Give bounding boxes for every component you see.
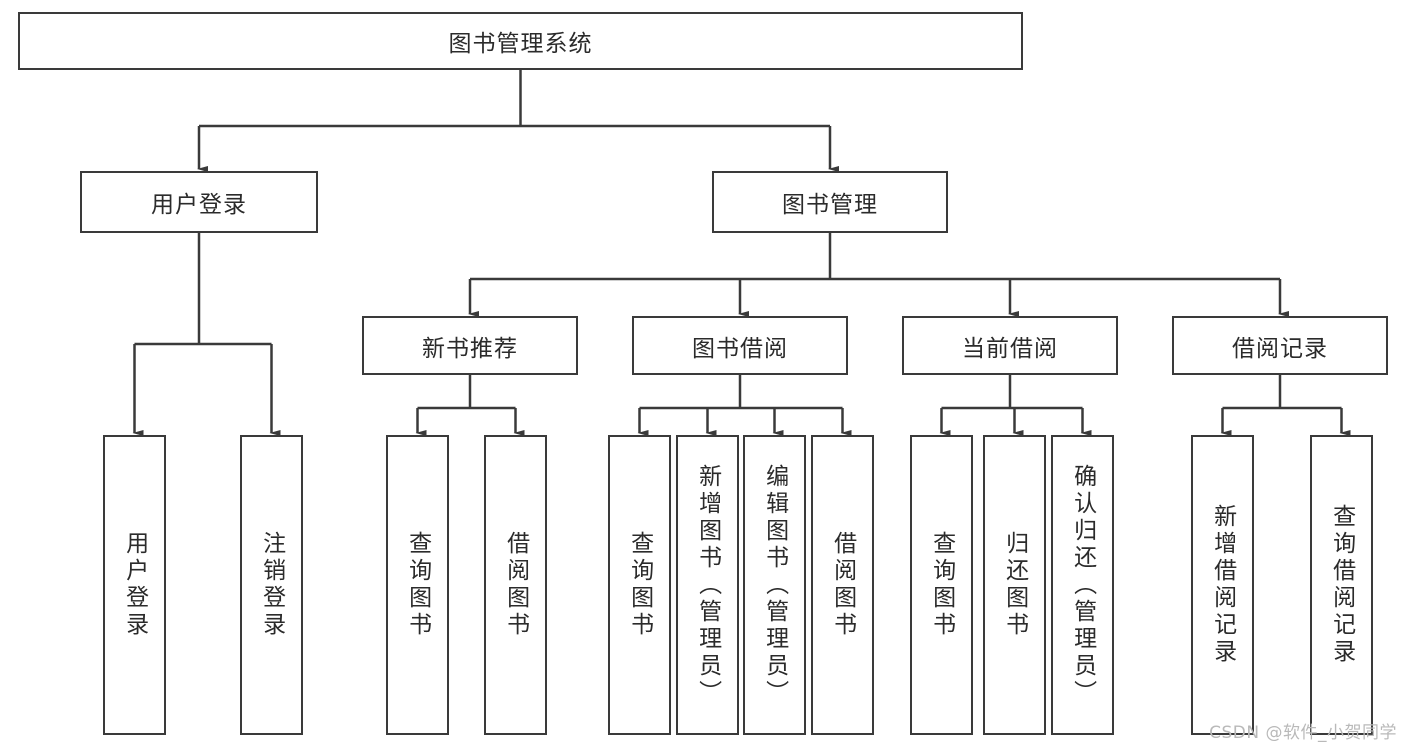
node-leaf-query-book-cur[interactable]: 查询图书 bbox=[910, 435, 973, 735]
node-leaf-borrow-book-rec-label: 借阅图书 bbox=[502, 531, 529, 639]
node-leaf-query-book-borrow[interactable]: 查询图书 bbox=[608, 435, 671, 735]
node-leaf-confirm-return-admin[interactable]: 确认归还（管理员） bbox=[1051, 435, 1114, 735]
node-leaf-return-book[interactable]: 归还图书 bbox=[983, 435, 1046, 735]
node-book-manage[interactable]: 图书管理 bbox=[712, 171, 948, 233]
node-book-borrow[interactable]: 图书借阅 bbox=[632, 316, 848, 375]
node-current-borrow[interactable]: 当前借阅 bbox=[902, 316, 1118, 375]
node-borrow-record-label: 借阅记录 bbox=[1232, 335, 1328, 362]
node-leaf-query-borrow-record-label: 查询借阅记录 bbox=[1328, 504, 1355, 666]
node-leaf-borrow-book[interactable]: 借阅图书 bbox=[811, 435, 874, 735]
node-leaf-borrow-book-rec[interactable]: 借阅图书 bbox=[484, 435, 547, 735]
node-book-manage-label: 图书管理 bbox=[782, 192, 878, 218]
node-leaf-user-login[interactable]: 用户登录 bbox=[103, 435, 166, 735]
node-user-login-label: 用户登录 bbox=[151, 192, 247, 218]
node-current-borrow-label: 当前借阅 bbox=[962, 335, 1058, 362]
node-leaf-query-book-rec-label: 查询图书 bbox=[404, 531, 431, 639]
node-leaf-logout-label: 注销登录 bbox=[258, 531, 285, 639]
node-root-label: 图书管理系统 bbox=[448, 31, 593, 57]
node-leaf-return-book-label: 归还图书 bbox=[1001, 531, 1028, 639]
node-root[interactable]: 图书管理系统 bbox=[18, 12, 1023, 70]
node-leaf-logout[interactable]: 注销登录 bbox=[240, 435, 303, 735]
node-new-book-recommend[interactable]: 新书推荐 bbox=[362, 316, 578, 375]
node-leaf-confirm-return-admin-label: 确认归还（管理员） bbox=[1069, 463, 1096, 707]
node-leaf-edit-book-admin-label: 编辑图书（管理员） bbox=[761, 463, 788, 707]
node-book-borrow-label: 图书借阅 bbox=[692, 335, 788, 362]
node-user-login[interactable]: 用户登录 bbox=[80, 171, 318, 233]
node-leaf-query-book-borrow-label: 查询图书 bbox=[626, 531, 653, 639]
node-leaf-query-book-rec[interactable]: 查询图书 bbox=[386, 435, 449, 735]
node-leaf-add-borrow-record-label: 新增借阅记录 bbox=[1209, 504, 1236, 666]
node-leaf-user-login-label: 用户登录 bbox=[121, 531, 148, 639]
node-leaf-add-borrow-record[interactable]: 新增借阅记录 bbox=[1191, 435, 1254, 735]
csdn-watermark: CSDN @软件_小贺同学 bbox=[1209, 723, 1397, 743]
node-new-book-recommend-label: 新书推荐 bbox=[422, 335, 518, 362]
node-leaf-add-book-admin[interactable]: 新增图书（管理员） bbox=[676, 435, 739, 735]
node-leaf-edit-book-admin[interactable]: 编辑图书（管理员） bbox=[743, 435, 806, 735]
node-leaf-query-book-cur-label: 查询图书 bbox=[928, 531, 955, 639]
node-borrow-record[interactable]: 借阅记录 bbox=[1172, 316, 1388, 375]
node-leaf-borrow-book-label: 借阅图书 bbox=[829, 531, 856, 639]
node-leaf-add-book-admin-label: 新增图书（管理员） bbox=[694, 463, 721, 707]
node-leaf-query-borrow-record[interactable]: 查询借阅记录 bbox=[1310, 435, 1373, 735]
